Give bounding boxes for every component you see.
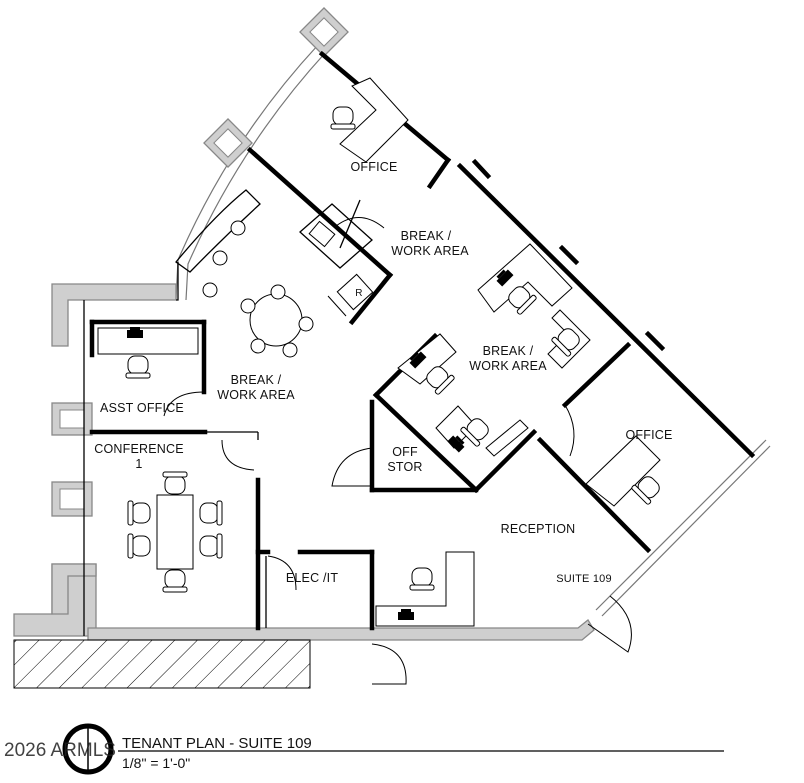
- label-break-left-1: BREAK /: [231, 373, 282, 387]
- column-mid: [203, 118, 253, 168]
- room-labels: OFFICE BREAK / WORK AREA BREAK / WORK AR…: [94, 160, 672, 585]
- label-conference-1: CONFERENCE: [94, 442, 184, 456]
- plan-title: TENANT PLAN - SUITE 109: [122, 735, 312, 752]
- doors: [163, 217, 632, 685]
- label-reception: RECEPTION: [501, 522, 576, 536]
- label-conference-2: 1: [135, 457, 142, 471]
- label-asst-office: ASST OFFICE: [100, 401, 184, 415]
- title-block: TENANT PLAN - SUITE 109 1/8" = 1'-0" 202…: [4, 723, 724, 775]
- label-break-upper-1: BREAK /: [401, 229, 452, 243]
- label-break-upper-2: WORK AREA: [391, 244, 469, 258]
- label-elec-it: ELEC /IT: [286, 571, 338, 585]
- plan-scale: 1/8" = 1'-0": [122, 755, 190, 771]
- label-break-left-2: WORK AREA: [217, 388, 295, 402]
- label-office-top: OFFICE: [350, 160, 397, 174]
- column-top: [299, 7, 349, 57]
- label-office-right: OFFICE: [625, 428, 672, 442]
- label-suite: SUITE 109: [556, 573, 612, 585]
- interior-walls: [89, 50, 756, 631]
- label-break-right-2: WORK AREA: [469, 359, 547, 373]
- building-exterior: [13, 7, 771, 689]
- furniture: [97, 77, 665, 627]
- label-off-stor-1: OFF: [392, 445, 418, 459]
- label-off-stor-2: STOR: [387, 460, 422, 474]
- label-refrigerator: R: [355, 288, 362, 299]
- watermark: 2026 ARMLS: [4, 740, 116, 761]
- label-break-right-1: BREAK /: [483, 344, 534, 358]
